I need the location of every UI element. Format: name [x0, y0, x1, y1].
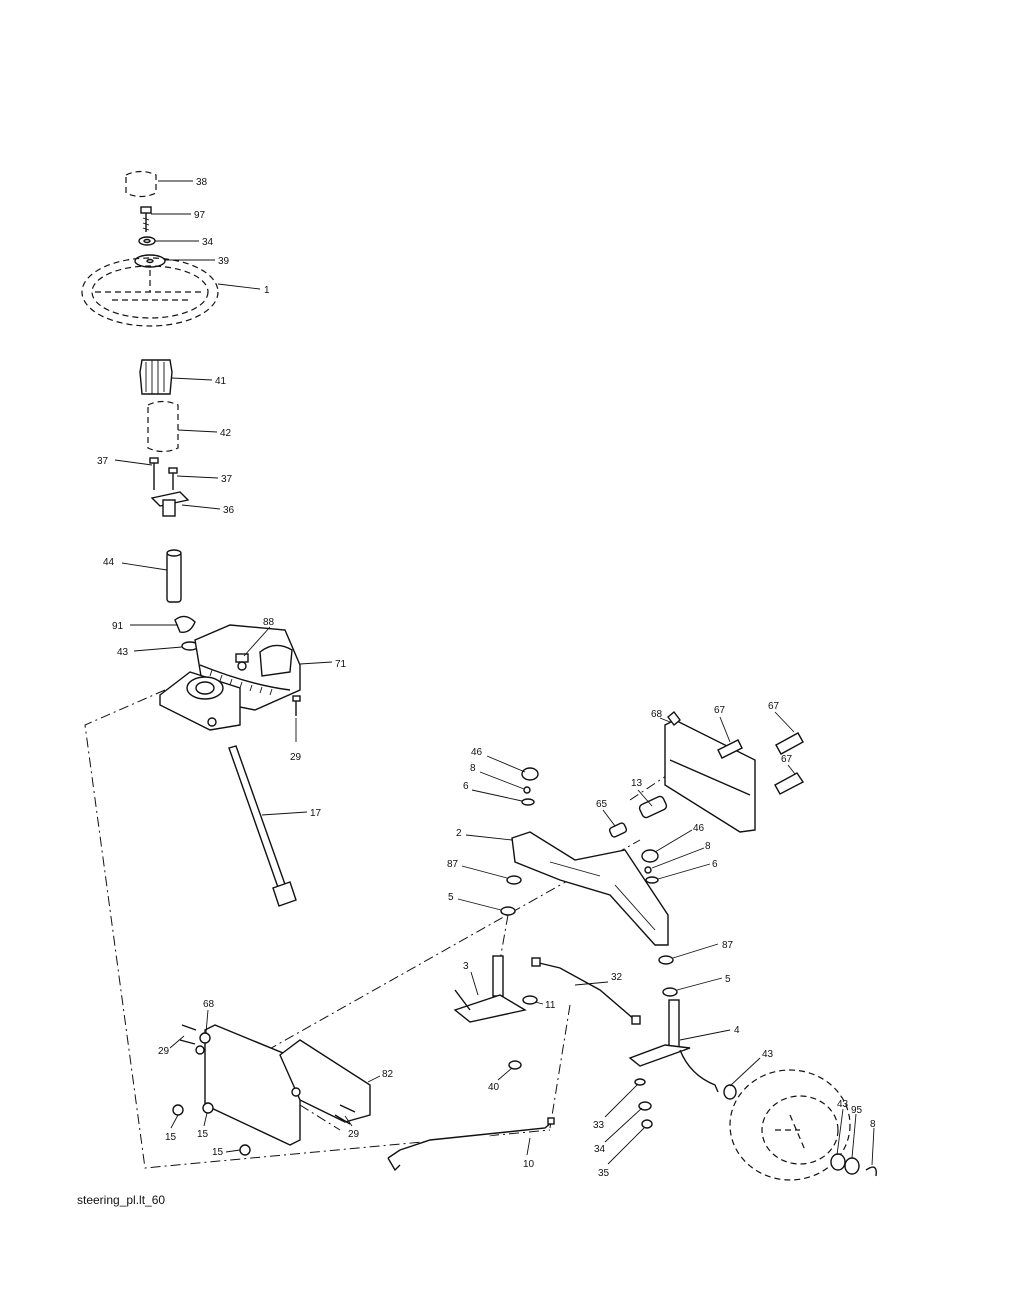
label-33: 33	[593, 1120, 605, 1131]
label-15-c: 15	[212, 1147, 224, 1158]
label-13: 13	[631, 778, 643, 789]
steering-boot	[147, 400, 179, 453]
label-1: 1	[264, 285, 270, 296]
label-35: 35	[598, 1168, 610, 1179]
label-71: 71	[335, 659, 347, 670]
label-37-right: 37	[221, 474, 233, 485]
spindle-right	[628, 999, 737, 1129]
front-wheel	[729, 1069, 877, 1181]
label-40: 40	[488, 1082, 500, 1093]
label-88: 88	[263, 617, 275, 628]
label-68-axle: 68	[651, 709, 663, 720]
label-67-a: 67	[714, 705, 726, 716]
label-8-hub: 8	[870, 1119, 876, 1130]
label-46-right: 46	[693, 823, 705, 834]
label-91: 91	[112, 621, 124, 632]
label-82: 82	[382, 1069, 394, 1080]
phantom-lines	[84, 689, 691, 1169]
spindle-left	[453, 955, 538, 1070]
axle-mount-bracket	[664, 710, 756, 833]
label-87-right: 87	[722, 940, 734, 951]
label-65: 65	[596, 799, 608, 810]
steering-cap	[125, 170, 157, 198]
steering-gear-assembly	[159, 615, 301, 731]
label-6-right: 6	[712, 859, 718, 870]
label-2: 2	[456, 828, 462, 839]
label-39: 39	[218, 256, 230, 267]
label-3: 3	[463, 961, 469, 972]
label-34-lower: 34	[594, 1144, 606, 1155]
diagram-caption: steering_pl.lt_60	[77, 1193, 166, 1207]
label-8-left: 8	[470, 763, 476, 774]
label-42: 42	[220, 428, 232, 439]
column-bushing	[150, 491, 190, 517]
label-38: 38	[196, 177, 208, 188]
steering-shaft-upper	[166, 549, 182, 603]
axle-bushing	[608, 795, 668, 838]
label-34: 34	[202, 237, 214, 248]
label-15-b: 15	[197, 1129, 209, 1140]
label-44: 44	[103, 557, 115, 568]
tie-rod	[387, 1117, 555, 1172]
label-87-left: 87	[447, 859, 459, 870]
label-41: 41	[215, 376, 227, 387]
steering-wheel	[81, 257, 219, 327]
label-67-b: 67	[768, 701, 780, 712]
steering-shaft-lower	[228, 745, 297, 907]
plate-hardware	[172, 1024, 356, 1156]
label-67-c: 67	[781, 754, 793, 765]
label-36: 36	[223, 505, 235, 516]
label-46-left: 46	[471, 747, 483, 758]
label-5-right: 5	[725, 974, 731, 985]
label-95: 95	[851, 1105, 863, 1116]
label-29-plate-right: 29	[348, 1129, 360, 1140]
label-43-wheel: 43	[762, 1049, 774, 1060]
label-29-gear: 29	[290, 752, 302, 763]
bushing-screws	[149, 457, 178, 490]
label-11: 11	[545, 1000, 556, 1011]
label-15-a: 15	[165, 1132, 177, 1143]
label-4: 4	[734, 1025, 740, 1036]
label-6-left: 6	[463, 781, 469, 792]
flat-washer	[134, 254, 166, 268]
label-97: 97	[194, 210, 206, 221]
label-10: 10	[523, 1159, 535, 1170]
label-17: 17	[310, 808, 322, 819]
front-axle	[511, 831, 669, 946]
steering-bolt	[140, 206, 152, 232]
label-8-right: 8	[705, 841, 711, 852]
label-43-gear: 43	[117, 647, 129, 658]
label-32: 32	[611, 972, 623, 983]
label-68-plate: 68	[203, 999, 215, 1010]
steering-adapter	[139, 359, 173, 395]
label-5-left: 5	[448, 892, 454, 903]
pivot-bolts	[717, 732, 805, 795]
axle-caps-and-washers	[500, 767, 678, 997]
label-43-hub: 43	[837, 1099, 849, 1110]
steering-plate	[195, 1024, 371, 1146]
drag-link	[531, 957, 641, 1025]
label-29-plate-left: 29	[158, 1046, 170, 1057]
callouts: 38 97 34 39 1 41 42 37 37 36 44 91 43 88…	[97, 177, 876, 1179]
lock-washer	[138, 236, 156, 246]
label-37-left: 37	[97, 456, 109, 467]
